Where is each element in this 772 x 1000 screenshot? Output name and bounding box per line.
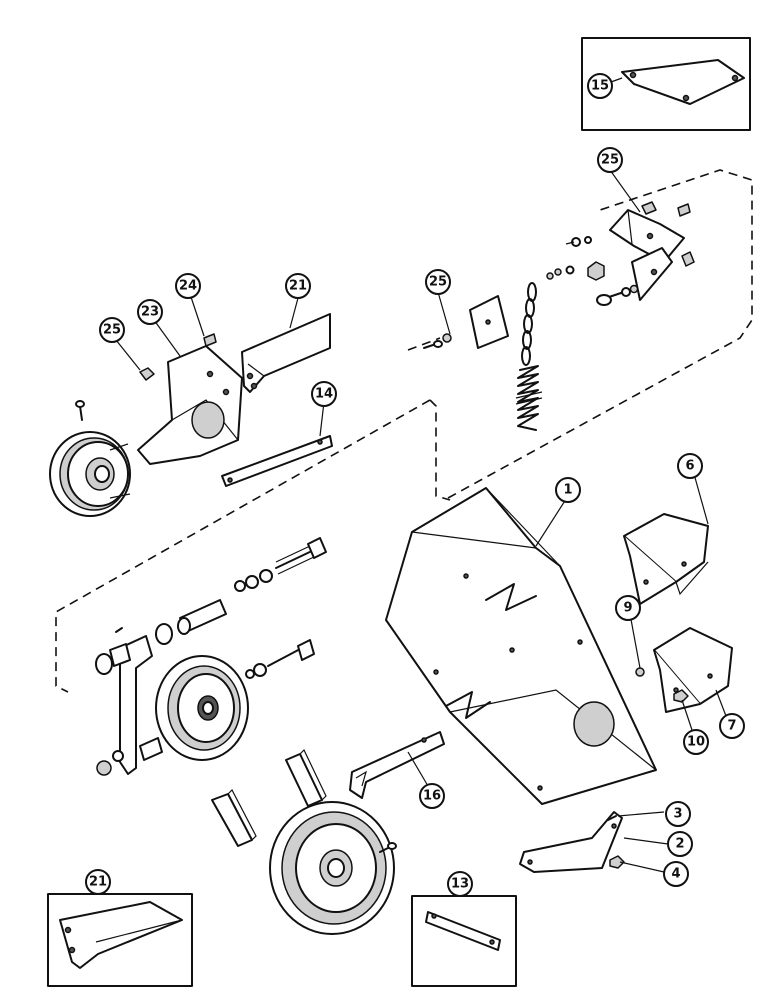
callout-14: 14	[311, 381, 337, 407]
callout-16: 16	[419, 783, 445, 809]
callout-2-label: 2	[675, 837, 684, 852]
callout-6: 6	[677, 453, 703, 479]
callout-13-label: 13	[451, 877, 469, 892]
callout-4-label: 4	[671, 867, 680, 882]
callout-15: 15	[587, 73, 613, 99]
callout-24-label: 24	[179, 279, 197, 294]
callout-9: 9	[615, 595, 641, 621]
belt-shield	[385, 487, 657, 805]
callout-21-top: 21	[285, 273, 311, 299]
callout-23-label: 23	[141, 305, 159, 320]
callout-25-mid-label: 25	[429, 275, 447, 290]
belt-guides	[211, 748, 327, 847]
callout-25-left-label: 25	[103, 323, 121, 338]
callout-10-label: 10	[687, 735, 705, 750]
nut-4	[609, 855, 625, 869]
callout-9-label: 9	[623, 601, 632, 616]
callout-6-label: 6	[685, 459, 694, 474]
drive-pulley	[269, 801, 397, 935]
callout-25-right: 25	[597, 147, 623, 173]
callout-21-top-label: 21	[289, 279, 307, 294]
callout-7-label: 7	[727, 719, 736, 734]
bolt-3	[607, 815, 617, 821]
mounting-strap	[519, 811, 623, 873]
callout-15-label: 15	[591, 79, 609, 94]
cover-6	[623, 513, 709, 605]
callout-21-box-label: 21	[89, 875, 107, 890]
dashed-guide-right	[407, 169, 753, 499]
callout-4: 4	[663, 861, 689, 887]
callout-24: 24	[175, 273, 201, 299]
callout-25-right-label: 25	[601, 153, 619, 168]
callout-3-label: 3	[673, 807, 682, 822]
chain-spring-assembly	[423, 282, 543, 431]
callout-7: 7	[719, 713, 745, 739]
inset-box-13	[411, 895, 517, 987]
inset-box-21	[47, 893, 193, 987]
shield-support	[349, 731, 445, 799]
inset-box-15	[581, 37, 751, 131]
callout-21-box: 21	[85, 869, 111, 895]
callout-3: 3	[665, 801, 691, 827]
callout-25-mid: 25	[425, 269, 451, 295]
callout-1-label: 1	[563, 483, 572, 498]
callout-2: 2	[667, 831, 693, 857]
callout-25-left: 25	[99, 317, 125, 343]
bolt-9	[635, 667, 645, 677]
cover-7	[653, 627, 733, 713]
leader-lines	[115, 77, 727, 873]
idler-arm-assembly	[95, 537, 327, 776]
idler-bracket-assembly	[546, 201, 695, 306]
nut-10	[673, 689, 689, 703]
callout-14-label: 14	[315, 387, 333, 402]
callout-16-label: 16	[423, 789, 441, 804]
pulley-bracket-group	[75, 313, 333, 487]
callout-10: 10	[683, 729, 709, 755]
idler-pulley	[155, 655, 249, 761]
dashed-guide-left	[55, 399, 451, 693]
callout-13: 13	[447, 871, 473, 897]
callout-23: 23	[137, 299, 163, 325]
callout-1: 1	[555, 477, 581, 503]
upper-pulley	[49, 431, 131, 517]
